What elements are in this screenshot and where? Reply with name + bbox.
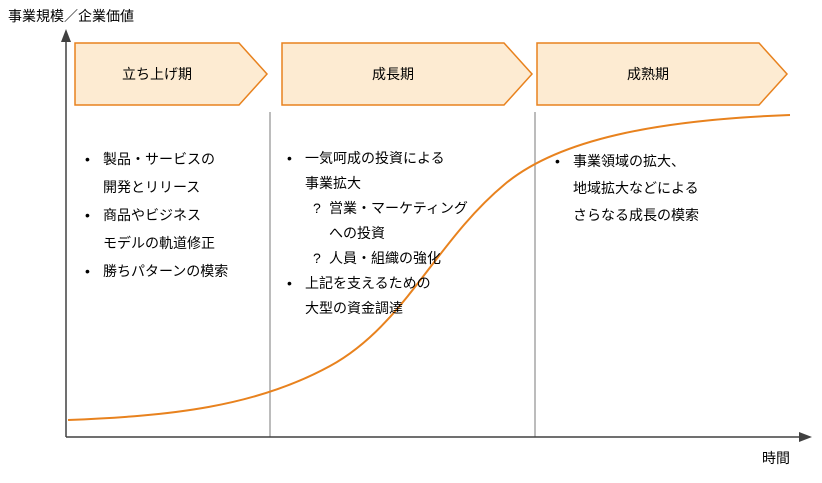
bullet-text: 人員・組織の強化 — [329, 250, 441, 266]
continuation-indent — [555, 202, 573, 229]
bullet-marker: • — [555, 153, 560, 169]
phase-banner-shape-2 — [281, 42, 534, 106]
continuation-indent — [287, 296, 305, 321]
bullet-line: 事業拡大 — [287, 171, 512, 196]
bullet-line: 地域拡大などによる — [555, 175, 770, 202]
bullet-line: 開発とリリース — [85, 173, 275, 201]
continuation-indent — [85, 229, 103, 257]
bullet-text: 事業領域の拡大、 — [573, 153, 685, 169]
phase-3-bullets: • 事業領域の拡大、地域拡大などによるさらなる成長の模索 — [555, 148, 770, 229]
bullet-marker: • — [85, 263, 90, 279]
bullet-text: 地域拡大などによる — [573, 180, 699, 196]
phase-banner-label-1: 立ち上げ期 — [122, 66, 192, 82]
sub-bullet-marker: ? — [313, 250, 321, 266]
bullet-text: 事業拡大 — [305, 175, 361, 191]
continuation-indent — [287, 171, 305, 196]
bullet-marker: • — [85, 151, 90, 167]
phase-2-bullets: • 一気呵成の投資による事業拡大? 営業・マーケティングへの投資? 人員・組織の強化 •… — [287, 146, 512, 321]
bullet-text: さらなる成長の模索 — [573, 207, 699, 223]
bullet-line: • 上記を支えるための — [287, 271, 512, 296]
x-axis-label: 時間 — [762, 450, 790, 466]
bullet-line: • 製品・サービスの — [85, 145, 275, 173]
phase-1-bullets: • 製品・サービスの開発とリリース • 商品やビジネスモデルの軌道修正 • 勝ちパターンの… — [85, 145, 275, 285]
phase-banner-label-2: 成長期 — [372, 66, 414, 82]
bullet-marker: • — [287, 150, 292, 166]
phase-banner-shape-3 — [536, 42, 789, 106]
bullet-line: • 商品やビジネス — [85, 201, 275, 229]
bullet-text: 製品・サービスの — [103, 151, 215, 167]
bullet-line: • 事業領域の拡大、 — [555, 148, 770, 175]
continuation-indent — [555, 175, 573, 202]
bullet-marker: • — [85, 207, 90, 223]
y-axis-label: 事業規模／企業価値 — [8, 8, 134, 24]
y-axis-arrowhead-icon — [61, 29, 71, 42]
bullet-text: 商品やビジネス — [103, 207, 201, 223]
bullet-text: 一気呵成の投資による — [305, 150, 445, 166]
bullet-text: 開発とリリース — [103, 179, 201, 195]
bullet-text: モデルの軌道修正 — [103, 235, 215, 251]
bullet-text: 営業・マーケティング — [329, 200, 468, 216]
sub-bullet-marker: ? — [313, 200, 321, 216]
x-axis-arrowhead-icon — [799, 432, 812, 442]
bullet-line: • 勝ちパターンの模索 — [85, 257, 275, 285]
bullet-line: ? 人員・組織の強化 — [287, 246, 512, 271]
bullet-line: 大型の資金調達 — [287, 296, 512, 321]
bullet-text: 上記を支えるための — [305, 275, 431, 291]
bullet-line: への投資 — [287, 221, 512, 246]
bullet-marker: • — [287, 275, 292, 291]
bullet-line: ? 営業・マーケティング — [287, 196, 512, 221]
bullet-text: 勝ちパターンの模索 — [103, 263, 229, 279]
phase-banner-label-3: 成熟期 — [627, 66, 669, 82]
bullet-line: • 一気呵成の投資による — [287, 146, 512, 171]
bullet-text: への投資 — [329, 225, 385, 241]
bullet-line: さらなる成長の模索 — [555, 202, 770, 229]
bullet-text: 大型の資金調達 — [305, 300, 403, 316]
growth-s-curve — [67, 114, 791, 421]
continuation-indent — [313, 221, 329, 246]
continuation-indent — [85, 173, 103, 201]
phase-banner-shape-1 — [74, 42, 269, 106]
bullet-line: モデルの軌道修正 — [85, 229, 275, 257]
